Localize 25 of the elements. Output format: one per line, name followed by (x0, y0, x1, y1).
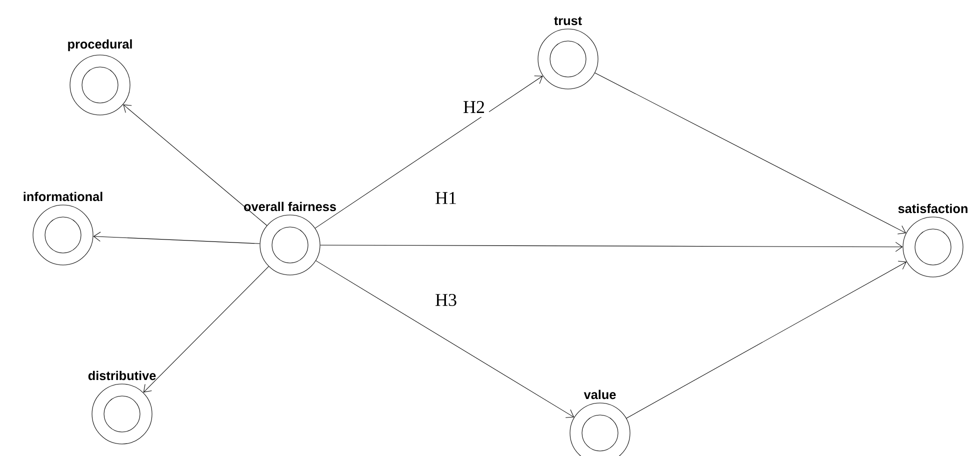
edge-label: H3 (431, 290, 461, 310)
node-label: procedural (68, 39, 132, 52)
double-circle-node: value (570, 390, 630, 456)
arrow (594, 72, 906, 234)
node-label: informational (24, 192, 102, 202)
arrow (143, 266, 269, 393)
double-circle-node: distributive (88, 370, 156, 444)
arrow (314, 76, 543, 228)
node-label: value (584, 390, 616, 400)
double-circle-node: satisfaction (898, 204, 968, 278)
arrow (93, 232, 260, 244)
arrow (320, 242, 903, 252)
arrow (316, 260, 574, 418)
arrow (123, 104, 268, 226)
double-circle-node: procedural (68, 39, 132, 116)
node-label: trust (554, 16, 582, 26)
double-circle-node: trust (538, 16, 598, 90)
edge-label: H1 (431, 188, 461, 208)
node-label: satisfaction (898, 204, 968, 214)
node-label: overall fairness (244, 202, 336, 212)
edge-label: H2 (459, 97, 489, 117)
arrow (626, 260, 907, 418)
double-circle-node: overall fairness (244, 202, 336, 276)
double-circle-node: informational (24, 192, 102, 266)
node-label: distributive (88, 370, 156, 380)
